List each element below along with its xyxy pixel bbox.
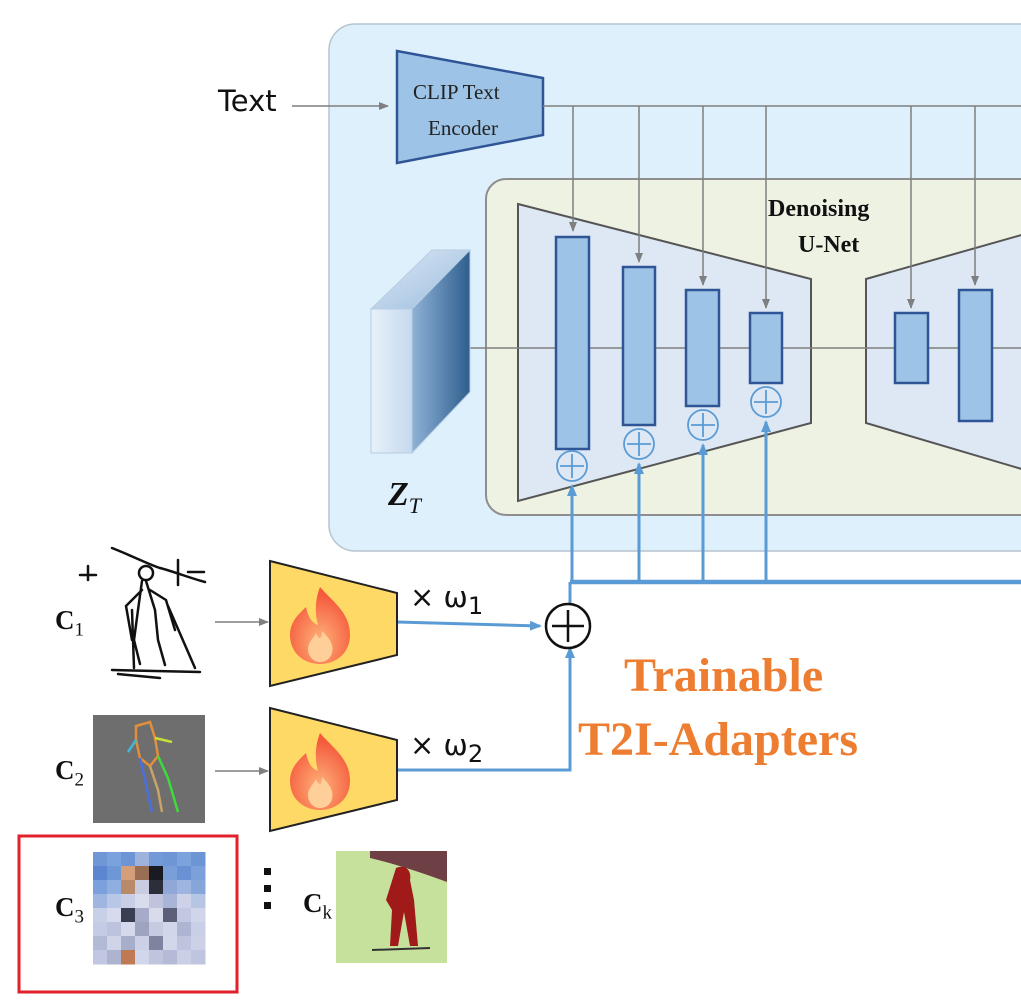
palette-cell	[121, 866, 136, 881]
palette-cell	[163, 880, 178, 895]
palette-cell	[177, 908, 192, 923]
palette-cell	[93, 950, 108, 965]
palette-cell	[107, 908, 122, 923]
palette-cell	[177, 936, 192, 951]
sketch-skier-image	[78, 546, 207, 680]
palette-cell	[93, 922, 108, 937]
unet-label-line2: U-Net	[798, 232, 860, 258]
palette-cell	[149, 866, 164, 881]
clip-text-encoder	[395, 49, 545, 165]
palette-cell	[93, 852, 108, 867]
palette-cell	[177, 866, 192, 881]
color-palette-image	[93, 852, 206, 965]
palette-cell	[191, 908, 206, 923]
palette-cell	[191, 880, 206, 895]
palette-cell	[121, 880, 136, 895]
palette-cell	[121, 922, 136, 937]
palette-cell	[107, 880, 122, 895]
palette-cell	[163, 908, 178, 923]
palette-cell	[177, 950, 192, 965]
palette-cell	[163, 922, 178, 937]
plus-circle-icon	[544, 602, 592, 650]
palette-cell	[93, 908, 108, 923]
segmentation-skier-image	[336, 851, 447, 963]
palette-cell	[177, 894, 192, 909]
palette-cell	[135, 922, 150, 937]
palette-cell	[107, 866, 122, 881]
palette-cell	[163, 866, 178, 881]
condition-c1-label: C1	[55, 605, 84, 641]
decoder-block-2	[957, 288, 994, 423]
palette-cell	[177, 922, 192, 937]
palette-cell	[107, 894, 122, 909]
palette-cell	[135, 936, 150, 951]
encoder-block-3	[684, 288, 721, 408]
palette-cell	[107, 950, 122, 965]
weight-1-label: × ω1	[410, 580, 484, 620]
palette-cell	[149, 894, 164, 909]
palette-cell	[121, 852, 136, 867]
palette-cell	[93, 866, 108, 881]
flame-icon	[290, 587, 350, 664]
palette-cell	[135, 866, 150, 881]
condition-ck-label: Ck	[303, 888, 332, 924]
palette-cell	[135, 908, 150, 923]
palette-cell	[177, 880, 192, 895]
palette-cell	[177, 852, 192, 867]
trainable-label-line1: Trainable	[624, 649, 824, 702]
palette-cell	[149, 950, 164, 965]
palette-cell	[191, 866, 206, 881]
palette-cell	[135, 894, 150, 909]
palette-cell	[163, 936, 178, 951]
condition-c3-label: C3	[55, 892, 84, 928]
palette-cell	[135, 852, 150, 867]
encoder-block-2	[621, 265, 657, 427]
latent-label: ZT	[388, 476, 422, 518]
palette-cell	[121, 908, 136, 923]
palette-cell	[121, 950, 136, 965]
palette-cell	[191, 936, 206, 951]
palette-cell	[191, 852, 206, 867]
decoder-block-1	[893, 311, 930, 385]
weight-2-label: × ω2	[410, 728, 484, 768]
palette-cell	[107, 922, 122, 937]
vertical-ellipsis-icon	[258, 868, 278, 919]
palette-cell	[149, 880, 164, 895]
palette-cell	[149, 908, 164, 923]
palette-cell	[93, 936, 108, 951]
palette-cell	[191, 922, 206, 937]
highlight-box	[17, 834, 239, 994]
palette-cell	[163, 852, 178, 867]
palette-cell	[93, 894, 108, 909]
palette-cell	[149, 922, 164, 937]
clip-encoder-label-line1: CLIP Text	[413, 80, 500, 104]
palette-cell	[93, 880, 108, 895]
adapter-feature-lines	[396, 420, 1021, 772]
palette-cell	[121, 894, 136, 909]
condition-c2-label: C2	[55, 755, 84, 791]
text-input-label: Text	[218, 84, 277, 118]
latent-cube	[369, 248, 472, 455]
palette-cell	[149, 852, 164, 867]
encoder-block-1	[554, 235, 591, 451]
encoder-add-circles	[556, 386, 782, 482]
unet-label-line1: Denoising	[768, 196, 870, 222]
pose-keypoints-image	[93, 715, 205, 823]
clip-encoder-label-line2: Encoder	[428, 116, 498, 140]
palette-cell	[135, 880, 150, 895]
unet-encoder-trapezoid	[517, 202, 812, 503]
palette-cell	[163, 894, 178, 909]
palette-cell	[135, 950, 150, 965]
palette-cell	[191, 950, 206, 965]
palette-cell	[163, 950, 178, 965]
palette-cell	[107, 852, 122, 867]
encoder-block-4	[748, 311, 784, 385]
palette-cell	[107, 936, 122, 951]
palette-cell	[149, 936, 164, 951]
trainable-label-line2: T2I-Adapters	[578, 713, 859, 766]
palette-cell	[121, 936, 136, 951]
flame-icon	[290, 733, 350, 810]
palette-cell	[191, 894, 206, 909]
